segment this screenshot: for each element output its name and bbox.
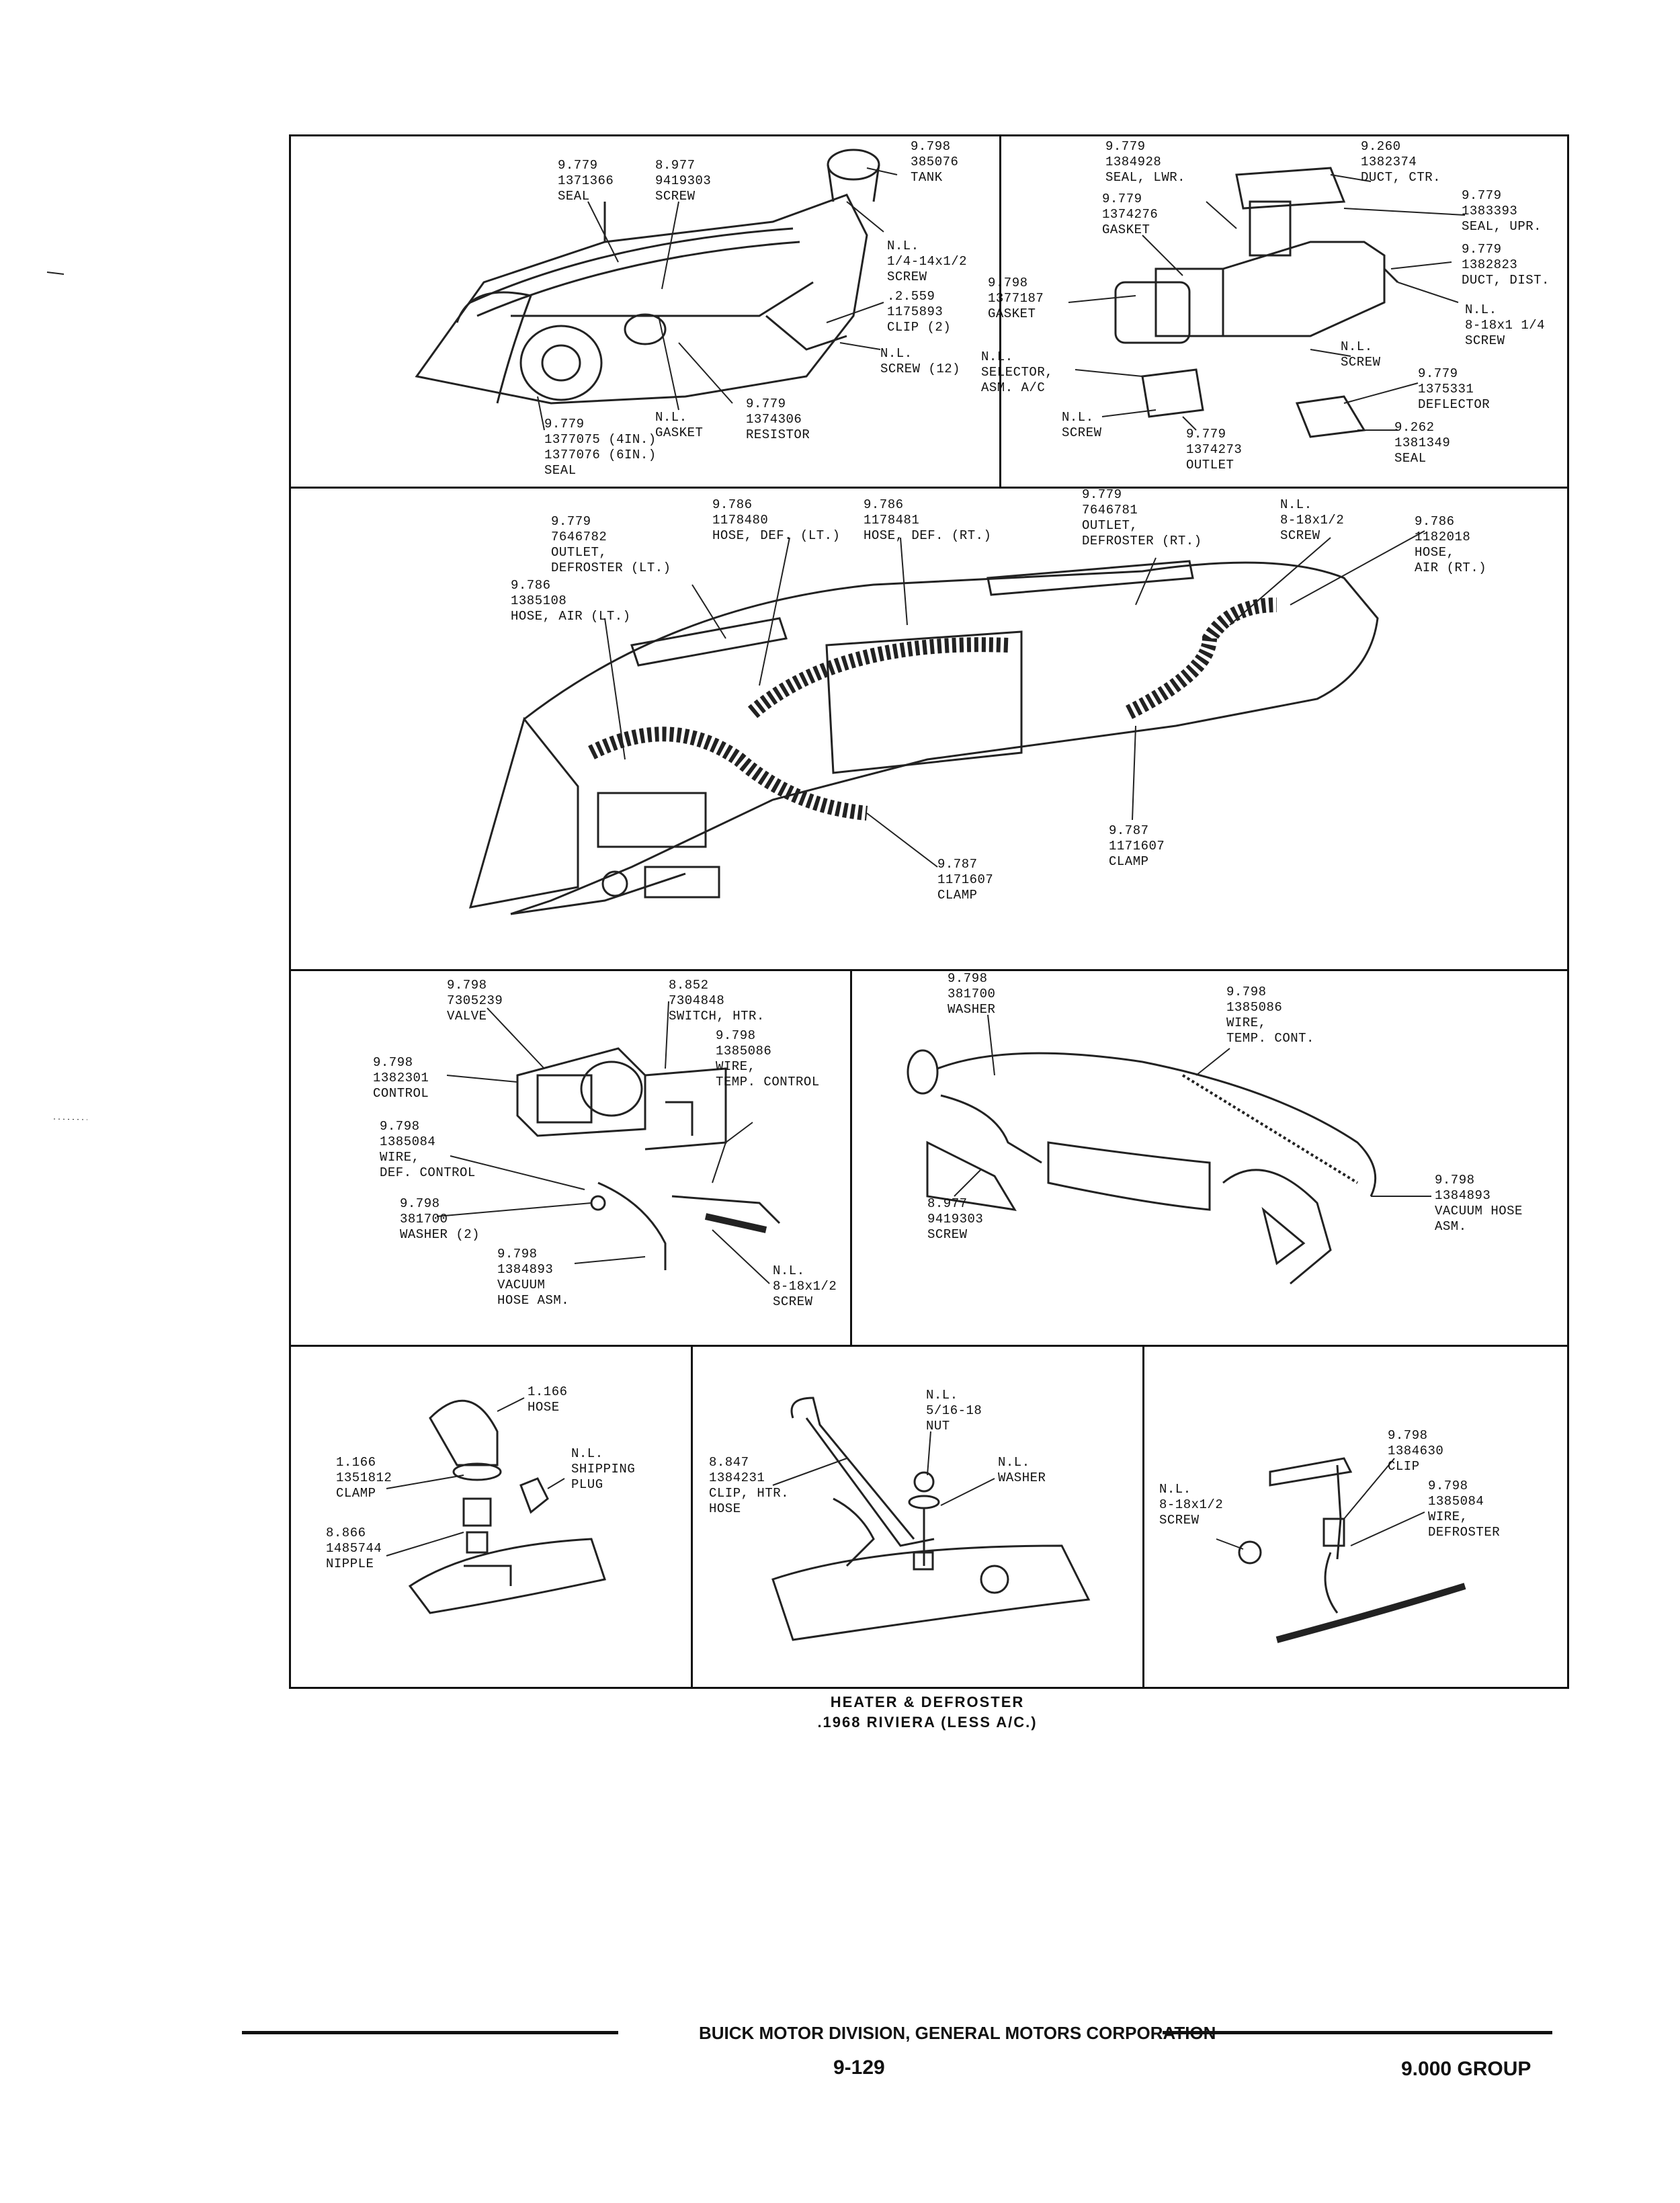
callout-selector-asm: N.L.SELECTOR,ASM. A/C [981,349,1054,395]
callout-washer-nl: N.L.WASHER [998,1455,1046,1485]
footer-rule-left [242,2031,618,2034]
hose-clip-drawing [771,1397,1091,1641]
nipple-drawing [408,1399,606,1614]
dash-hoses-drawing [468,560,1379,915]
defroster-clip-drawing [1238,1457,1466,1643]
figure-subtitle: .1968 RIVIERA (LESS A/C.) [817,1714,1038,1731]
footer-rule-right [1163,2031,1552,2034]
figure-title: HEATER & DEFROSTER [830,1694,1025,1710]
callout-screw-nl-b: N.L.SCREW [1062,410,1102,440]
callout-screw-12: N.L.SCREW (12) [880,346,961,376]
panel-defroster-clip [1142,1345,1569,1689]
engine-wiring-drawing [907,1049,1377,1285]
footer-page-number: 9-129 [833,2056,885,2079]
footer-division: BUICK MOTOR DIVISION, GENERAL MOTORS COR… [699,2023,1216,2043]
panel-control-valve [289,969,852,1347]
panel-hose-clip [691,1345,1144,1689]
panel-heater-case [289,134,1001,489]
control-valve-drawing [516,1047,781,1270]
panel-duct-assembly [999,134,1569,489]
duct-assembly-drawing [1114,167,1399,438]
heater-case-drawing [415,149,880,405]
panel-engine-wiring [850,969,1569,1347]
footer-group: 9.000 GROUP [1401,2058,1531,2080]
callout-gasket-nl: N.L.GASKET [655,410,704,440]
callout-screw-nl-a: N.L.SCREW [1341,339,1381,370]
